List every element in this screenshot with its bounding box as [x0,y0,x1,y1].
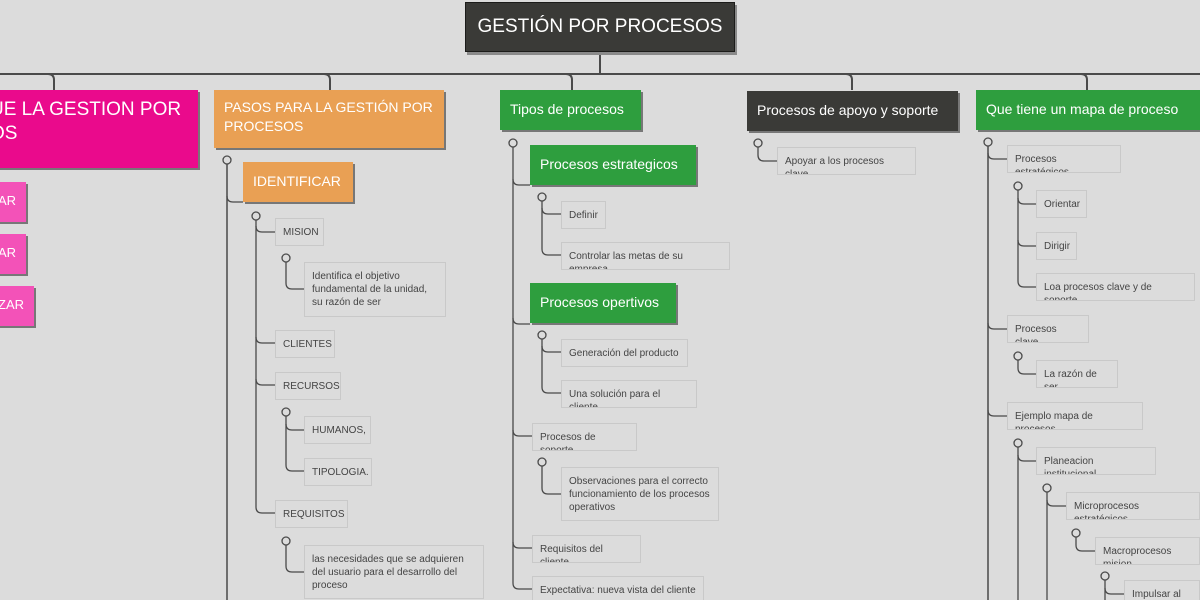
leaf-macro[interactable]: Macroprocesos mision [1095,537,1200,565]
connector-line-6 [1080,73,1088,90]
collapse-toggle-28[interactable] [537,192,547,202]
connector-line-45 [1017,197,1036,205]
collapse-toggle-57[interactable] [1100,571,1110,581]
leaf-clientes[interactable]: CLIENTES [275,330,335,358]
leaf-mapa-estrategicos[interactable]: Procesos estratégicos [1007,145,1121,173]
connector-line-25 [512,178,530,186]
leaf-generacion[interactable]: Generación del producto [561,339,688,367]
leaf-requisitos-desc[interactable]: las necesidades que se adquieren del usu… [304,545,484,599]
connector-line-46 [1017,239,1036,247]
leaf-ejemplo[interactable]: Ejemplo mapa de procesos [1007,402,1143,430]
topic-tipos[interactable]: Tipos de procesos [500,90,641,130]
connector-line-56 [1075,537,1095,552]
connector-line-16 [285,262,304,290]
collapse-toggle-47[interactable] [1013,351,1023,361]
leaf-clave-soporte[interactable]: Loa procesos clave y de soporte [1036,273,1195,301]
connector-line-51 [1017,454,1036,462]
connector-line-32 [541,339,561,394]
topic-apoyo[interactable]: Procesos de apoyo y soporte [747,91,958,131]
leaf-requisitos[interactable]: REQUISITOS [275,500,348,528]
collapse-toggle-22[interactable] [508,138,518,148]
connector-line-37 [757,147,777,162]
leaf-definir[interactable]: Definir [561,201,606,229]
connector-line-26 [512,429,532,437]
connector-line-42 [987,409,1007,417]
connector-line-13 [255,336,275,344]
connector-line-9 [226,195,243,203]
topic-pink-line2: OS [0,123,18,144]
pink-item-1[interactable]: AR [0,182,26,222]
connector-line-41 [987,322,1007,330]
connector-line-21 [285,545,304,573]
connector-line-35 [541,466,561,495]
leaf-micro[interactable]: Microprocesos estratégicos [1066,492,1200,520]
pink-item-3[interactable]: ZAR [0,286,34,326]
connector-line-3 [323,73,331,90]
topic-pink-branch[interactable]: UE LA GESTION POR OS [0,90,198,168]
leaf-tipologia[interactable]: TIPOLOGIA. [304,458,372,486]
connector-line-2 [47,73,55,90]
connector-line-18 [285,416,304,472]
connector-line-11 [255,220,275,514]
collapse-toggle-55[interactable] [1071,528,1081,538]
leaf-dirigir[interactable]: Dirigir [1036,232,1077,260]
leaf-solucion[interactable]: Una solución para el cliente [561,380,697,408]
leaf-orientar[interactable]: Orientar [1036,190,1087,218]
topic-identificar[interactable]: IDENTIFICAR [243,162,353,202]
leaf-mision[interactable]: MISION [275,218,324,246]
leaf-impulsar[interactable]: Impulsar al depa [1124,580,1200,600]
topic-operativos[interactable]: Procesos opertivos [530,283,676,323]
topic-pink-line1: UE LA GESTION POR [0,99,182,120]
collapse-toggle-36[interactable] [753,138,763,148]
leaf-humanos[interactable]: HUMANOS, [304,416,371,444]
leaf-razon[interactable]: La razón de ser [1036,360,1118,388]
connector-line-4 [565,73,573,90]
topic-pasos[interactable]: PASOS PARA LA GESTIÓN POR PROCESOS [214,90,444,148]
connector-line-29 [541,201,561,256]
leaf-recursos[interactable]: RECURSOS [275,372,341,400]
connector-line-48 [1017,360,1036,375]
connector-line-19 [285,423,304,431]
collapse-toggle-20[interactable] [281,536,291,546]
pink-item-2[interactable]: AR [0,234,26,274]
leaf-expectativa[interactable]: Expectativa: nueva vista del cliente [532,576,704,600]
connector-line-12 [255,225,275,233]
leaf-observaciones[interactable]: Observaciones para el correcto funcionam… [561,467,719,521]
leaf-procesos-clave[interactable]: Procesos clave [1007,315,1089,343]
collapse-toggle-15[interactable] [281,253,291,263]
collapse-toggle-38[interactable] [983,137,993,147]
leaf-planeacion[interactable]: Planeacion institucional [1036,447,1156,475]
connector-line-14 [255,378,275,386]
collapse-toggle-17[interactable] [281,407,291,417]
collapse-toggle-34[interactable] [537,457,547,467]
collapse-toggle-31[interactable] [537,330,547,340]
collapse-toggle-43[interactable] [1013,181,1023,191]
connector-line-44 [1017,190,1036,288]
connector-line-40 [987,152,1007,160]
leaf-apoyar[interactable]: Apoyar a los procesos clave [777,147,916,175]
collapse-toggle-49[interactable] [1013,438,1023,448]
topic-estrategicos[interactable]: Procesos estrategicos [530,145,696,185]
topic-mapa[interactable]: Que tiene un mapa de proceso [976,90,1200,130]
leaf-soporte[interactable]: Procesos de soporte [532,423,637,451]
leaf-requisitos-cliente[interactable]: Requisitos del cliente [532,535,641,563]
connector-line-5 [845,73,853,90]
collapse-toggle-52[interactable] [1042,483,1052,493]
connector-line-33 [541,345,561,353]
leaf-controlar[interactable]: Controlar las metas de su empresa [561,242,730,270]
leaf-mision-desc[interactable]: Identifica el objetivo fundamental de la… [304,262,446,317]
connector-line-54 [1046,499,1066,507]
connector-line-30 [541,207,561,215]
collapse-toggle-10[interactable] [251,211,261,221]
root-topic[interactable]: GESTIÓN POR PROCESOS [465,2,735,52]
connector-line-59 [1104,587,1124,595]
connector-line-23 [512,147,532,590]
connector-line-24 [512,317,530,325]
collapse-toggle-7[interactable] [222,155,232,165]
connector-line-27 [512,541,532,549]
